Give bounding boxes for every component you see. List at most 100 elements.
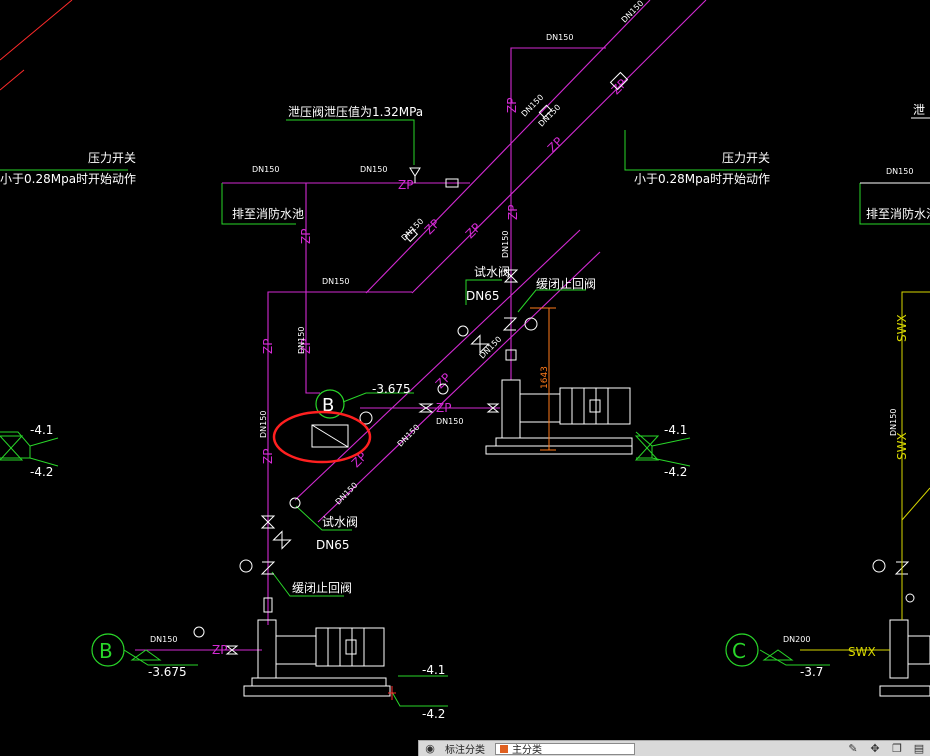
drain-to-pool-right: 排至消防水池: [866, 206, 930, 221]
pump-base-icon: [879, 685, 930, 697]
marker-c-label: C: [732, 639, 746, 663]
marker-b-upper-label: B: [322, 395, 334, 416]
dn-label: DN150: [252, 165, 279, 174]
pressure-gauge-icon: [437, 383, 449, 395]
test-valve-upper: 试水阀: [474, 264, 510, 279]
leader-lines: [0, 119, 930, 707]
layer-color-swatch: [500, 744, 508, 753]
swx-label: SWX: [895, 432, 909, 460]
equipment: [193, 71, 930, 697]
pressure-switch-note-left: 小于0.28Mpa时开始动作: [0, 172, 136, 186]
section-markers: B B C: [91, 389, 759, 667]
move-icon[interactable]: ✥: [870, 742, 880, 755]
marker-c: [725, 633, 759, 667]
red-marker: [388, 686, 396, 700]
valve-icon: [486, 403, 500, 413]
level-lower-bottom: -4.2: [422, 707, 445, 721]
dn-label: DN200: [783, 635, 810, 644]
toolbar-label: 标注分类: [445, 745, 485, 756]
marker-b-lower-label: B: [99, 639, 113, 663]
level-left-top: -4.1: [30, 423, 53, 437]
slow-check-valve-icon: [260, 561, 276, 575]
partial-right-text: 泄: [913, 103, 925, 117]
zp-label: ZP: [505, 98, 519, 113]
dn-label: DN150: [886, 167, 913, 176]
copy-icon[interactable]: ❐: [892, 742, 902, 755]
motor-icon: [559, 387, 631, 425]
zp-label: ZP: [299, 339, 313, 354]
level-left-bottom: -4.2: [30, 465, 53, 479]
slow-check-valve-upper: 缓闭止回阀: [536, 277, 596, 291]
binoculars-icon[interactable]: ◉: [425, 742, 435, 755]
valve-icon: [609, 71, 629, 91]
zp-pipe-network: [135, 0, 707, 651]
highlight-ellipse: [272, 410, 372, 464]
red-pipes: [0, 0, 73, 91]
dn-label: DN150: [436, 417, 463, 426]
pressure-gauge-icon: [193, 626, 205, 638]
level-c-pump: -3.7: [800, 665, 823, 679]
drain-to-pool-left: 排至消防水池: [232, 206, 304, 221]
dn-label: DN150: [546, 33, 573, 42]
pressure-switch-left: 压力开关: [88, 151, 136, 165]
valve-icon: [418, 403, 434, 413]
zp-label: ZP: [506, 205, 520, 220]
annotations: 泄压阀泄压值为1.32MPa 压力开关 小于0.28Mpa时开始动作 压力开关 …: [0, 103, 930, 721]
flexible-joint-icon: [311, 424, 349, 448]
zp-label: ZP: [436, 401, 451, 415]
dn65-upper: DN65: [466, 289, 500, 303]
marker-b-lower: [91, 633, 125, 667]
check-valve-icon: [272, 530, 292, 550]
dn-label: DN150: [322, 277, 349, 286]
zp-label: ZP: [299, 229, 313, 244]
dn-label: DN150: [259, 411, 268, 438]
dimension-1643: 1643: [530, 307, 556, 451]
check-valve-icon: [260, 515, 276, 529]
right-edge-lines: [860, 117, 930, 184]
dn-label: DN150: [297, 327, 306, 354]
test-valve-lower: 试水阀: [322, 514, 358, 529]
level-lower-top: -4.1: [422, 663, 445, 677]
relief-valve-icon: [409, 167, 421, 177]
swx-label: SWX: [895, 314, 909, 342]
valve-icon: [404, 228, 419, 243]
annotation-toolbar: ◉ 标注分类 主分类 ✎ ✥ ❐ ▤: [418, 740, 930, 756]
level-mid-top: -4.1: [664, 423, 687, 437]
relief-valve-note: 泄压阀泄压值为1.32MPa: [288, 104, 423, 119]
level-mid-bottom: -4.2: [664, 465, 687, 479]
dn-label: DN150: [501, 231, 510, 258]
zp-label: ZP: [398, 178, 413, 192]
swx-label: SWX: [848, 645, 876, 659]
pressure-gauge-icon: [289, 497, 301, 509]
pressure-gauge-icon: [905, 593, 915, 603]
pressure-gauge-icon: [524, 317, 538, 331]
pen-icon[interactable]: ✎: [848, 742, 858, 755]
dn-label: DN150: [889, 409, 898, 436]
pressure-switch-right: 压力开关: [722, 151, 770, 165]
dimension-text: 1643: [540, 366, 550, 389]
layer-dropdown-value: 主分类: [512, 745, 542, 756]
slow-check-valve-icon: [502, 317, 518, 331]
pressure-gauge-icon: [239, 559, 253, 573]
pressure-gauge-icon: [359, 411, 373, 425]
valve-icon: [538, 104, 553, 119]
pressure-gauge-icon: [872, 559, 886, 573]
valve-icon: [445, 178, 459, 188]
layer-dropdown[interactable]: 主分类: [495, 742, 635, 756]
dn65-lower: DN65: [316, 538, 350, 552]
swx-pipes: [800, 291, 930, 651]
level-lower-pump: -3.675: [148, 665, 187, 679]
swx-labels: SWX SWX SWX: [848, 314, 909, 659]
zp-label: ZP: [212, 643, 227, 657]
valve-icon: [225, 645, 239, 655]
save-icon[interactable]: ▤: [913, 742, 925, 755]
motor-icon: [315, 627, 385, 667]
pressure-gauge-icon: [457, 325, 469, 337]
check-valve-icon: [503, 269, 519, 283]
slow-check-valve-lower: 缓闭止回阀: [292, 581, 352, 595]
level-symbols: [0, 435, 794, 661]
marker-b-upper: [315, 389, 345, 419]
dn-label: DN150: [360, 165, 387, 174]
